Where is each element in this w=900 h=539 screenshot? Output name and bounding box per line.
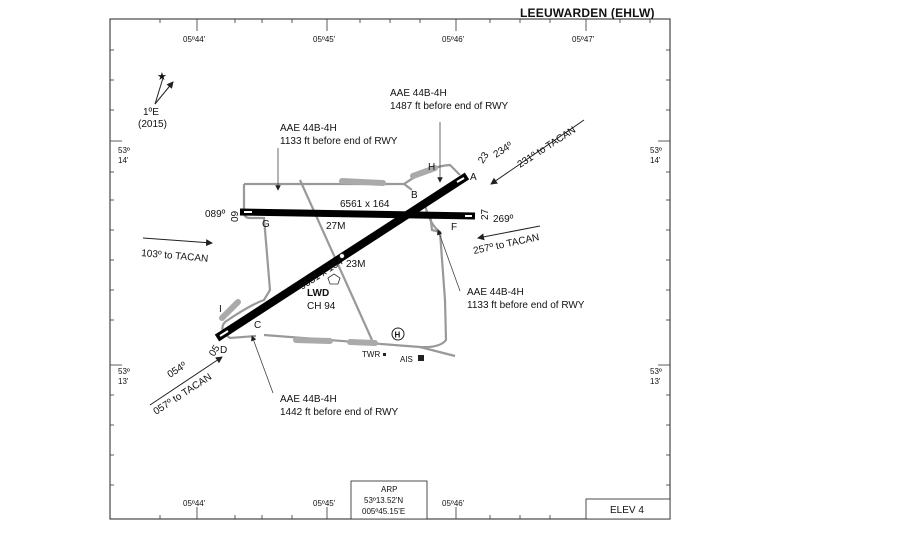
gear-4-distance: 1442 ft before end of RWY — [280, 407, 399, 418]
tower-label: TWR — [362, 350, 380, 359]
gear-1-distance: 1487 ft before end of RWY — [390, 101, 509, 112]
lat-label-right-2-deg: 53º — [650, 367, 662, 376]
chart-title: LEEUWARDEN (EHLW) — [520, 6, 655, 20]
lon-label-top-4: 05º47' — [572, 35, 595, 44]
arp-latitude: 53º13.52'N — [364, 496, 403, 505]
marker-27m: 27M — [326, 221, 345, 232]
lat-label-left-2-deg: 53º — [118, 367, 130, 376]
taxiway-c-label: C — [254, 320, 261, 331]
lon-label-top-1: 05º44' — [183, 35, 206, 44]
rwy-05-heading: 054º — [166, 360, 189, 380]
rwy-27-heading: 269º — [493, 214, 514, 225]
gear-3-type: AAE 44B-4H — [467, 287, 524, 298]
rwy-09-27-dimensions: 6561 x 164 — [340, 199, 390, 210]
gear-1-type: AAE 44B-4H — [390, 88, 447, 99]
tacan-arrows — [142, 119, 585, 406]
arp-box — [350, 480, 428, 520]
tacan-icon — [327, 273, 341, 285]
elevation-label: ELEV 4 — [610, 505, 644, 516]
lat-label-right-2-min: 13' — [650, 377, 661, 386]
taxiway-b-label: B — [411, 190, 418, 201]
runway-09-27 — [239, 208, 476, 220]
marker-23m-icon — [339, 253, 345, 259]
rwy-23-heading: 234º — [492, 140, 515, 160]
lat-label-right-1-min: 14' — [650, 156, 661, 165]
lat-label-right-1-deg: 53º — [650, 146, 662, 155]
true-north-star-icon: ★ — [157, 71, 167, 83]
taxiway-h-label: H — [428, 162, 435, 173]
lon-label-top-3: 05º46' — [442, 35, 465, 44]
taxiway-a-label: A — [470, 172, 477, 183]
rwy-09-designator: 09 — [230, 210, 241, 222]
taxiway-i-label: I — [219, 304, 222, 315]
gear-3-distance: 1133 ft before end of RWY — [467, 300, 585, 311]
gear-2-distance: 1133 ft before end of RWY — [280, 136, 398, 147]
lon-label-bottom-1: 05º44' — [183, 499, 206, 508]
aprons — [219, 165, 438, 346]
ais-label: AIS — [400, 355, 413, 364]
lon-label-top-2: 05º45' — [313, 35, 336, 44]
arp-longitude: 005º45.15'E — [362, 507, 405, 516]
grid-ticks — [110, 19, 670, 519]
rwy-27-designator: 27 — [480, 208, 491, 220]
taxiway-d-label: D — [220, 345, 227, 356]
lat-label-left-1-deg: 53º — [118, 146, 130, 155]
arresting-gear-leaders — [251, 122, 461, 394]
tacan-057-label: 057º to TACAN — [152, 372, 214, 418]
variation-year: (2015) — [138, 119, 167, 130]
heliport-label: H — [395, 331, 401, 340]
ais-icon — [418, 355, 424, 361]
rwy-23-designator: 23 — [476, 150, 492, 166]
taxiway-g-label: G — [262, 219, 270, 230]
navaid-ident: LWD — [307, 288, 329, 299]
lat-label-left-2-min: 13' — [118, 377, 129, 386]
marker-23m: 23M — [346, 259, 365, 270]
heliport-icon — [391, 327, 405, 341]
navaid-channel: CH 94 — [307, 301, 336, 312]
lat-label-left-1-min: 14' — [118, 156, 129, 165]
lon-label-bottom-2: 05º45' — [313, 499, 336, 508]
variation-value: 1ºE — [143, 107, 159, 118]
tower-icon — [383, 353, 386, 356]
lon-label-bottom-3: 05º46' — [442, 499, 465, 508]
tacan-231-label: 231º to TACAN — [516, 125, 578, 171]
gear-2-type: AAE 44B-4H — [280, 123, 337, 134]
variation-symbol: ★ — [154, 71, 174, 105]
gear-4-type: AAE 44B-4H — [280, 394, 337, 405]
tacan-257-label: 257º to TACAN — [472, 232, 540, 257]
rwy-09-heading: 089º — [205, 209, 226, 220]
tacan-103-label: 103º to TACAN — [141, 248, 209, 265]
taxiway-f-label: F — [451, 222, 457, 233]
arp-label: ARP — [381, 485, 397, 494]
elevation-box — [585, 498, 671, 520]
